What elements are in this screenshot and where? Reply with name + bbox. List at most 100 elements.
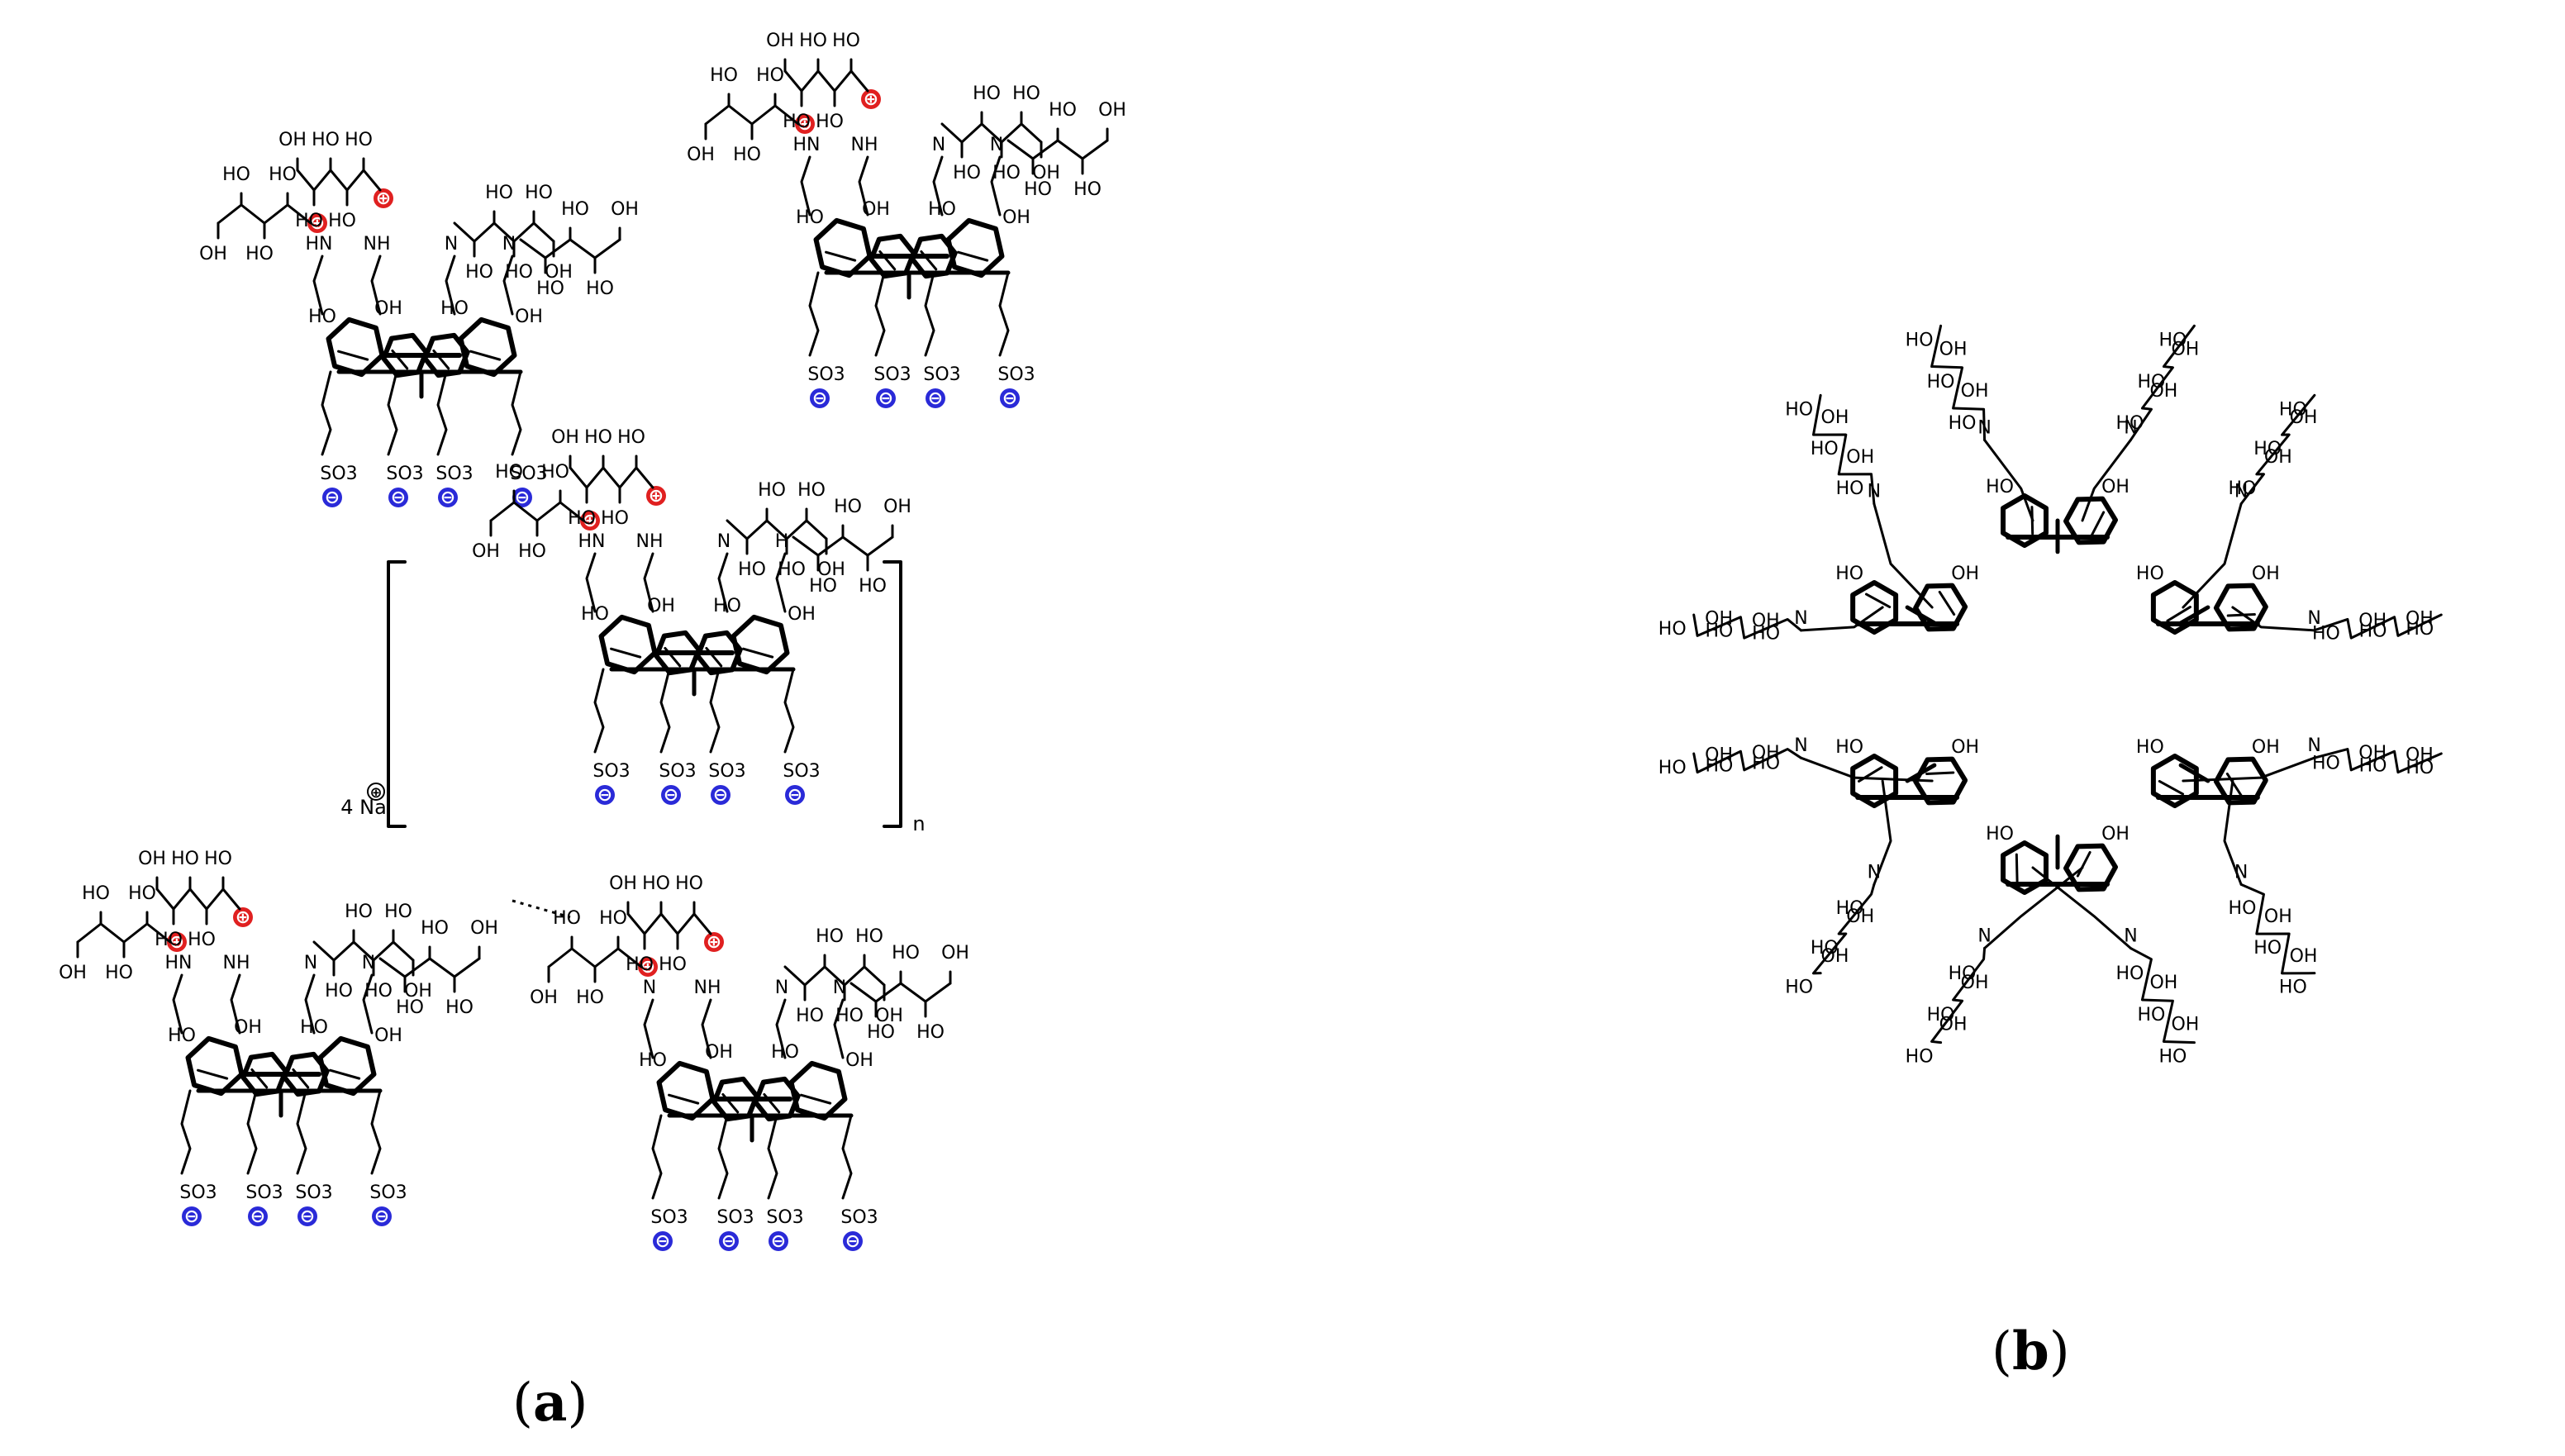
hydroxyl-label: HO [2279, 978, 2307, 998]
hydroxyl-label: HO [269, 164, 297, 185]
bond-chain [378, 957, 481, 978]
hydroxyl-label: OH [941, 943, 969, 964]
hydroxyl-label: HO [758, 480, 786, 501]
charge-symbol: ⊕ [369, 784, 382, 802]
bond-chain [2031, 866, 2132, 950]
hydroxyl-label: HO [2312, 623, 2340, 644]
anion-charge: ⊖ [719, 1231, 739, 1252]
bond-chain [717, 552, 729, 613]
amine-label: N [2307, 735, 2320, 756]
cation-charge: ⊕ [646, 486, 666, 507]
hydroxyl-label: HO [1012, 83, 1040, 104]
hydroxyl-label: HO [2406, 619, 2434, 640]
hydroxyl-label: HO [834, 497, 862, 517]
amine-label: N [1868, 862, 1881, 883]
amine-label: HN [793, 135, 821, 155]
hydroxyl-label: HO [1986, 824, 2014, 845]
bond-chain [230, 973, 241, 1035]
charge-symbol: ⊕ [640, 957, 655, 978]
hydroxyl-label: OH [2358, 611, 2387, 631]
bond [668, 1093, 700, 1105]
hydroxyl-label: HO [1986, 477, 2014, 497]
bond-chain [312, 255, 324, 316]
hydroxyl-label: HO [953, 163, 981, 183]
bond-chain [883, 560, 902, 828]
hydroxyl-label: OH [2101, 477, 2130, 497]
bond [2158, 779, 2185, 796]
bond-chain [990, 155, 1002, 216]
sulfonate-label: SO3 [435, 464, 473, 484]
bond-chain [651, 1114, 663, 1200]
bond-chain [321, 370, 332, 456]
anion-charge: ⊖ [661, 785, 681, 806]
anion-charge: ⊖ [182, 1206, 202, 1227]
bond-chain [1850, 580, 1899, 635]
bond-chain [2213, 583, 2268, 632]
hydroxyl-label: HO [1835, 564, 1863, 584]
hydroxyl-label: HO [1811, 938, 1839, 959]
sulfonate-label: SO3 [807, 364, 845, 385]
bond-chain [569, 466, 654, 489]
charge-disc [661, 785, 681, 805]
bond-chain [1811, 883, 1876, 975]
hydroxyl-label: HO [171, 849, 199, 869]
sulfonate-label: SO3 [783, 761, 820, 782]
bond-chain [453, 221, 555, 243]
charge-disc [595, 785, 615, 805]
hydroxyl-label: HO [465, 262, 493, 283]
hydroxyl-label: HO [541, 462, 569, 483]
hydroxyl-label: HO [536, 278, 564, 299]
bond-chain [775, 998, 787, 1059]
bond [2015, 853, 2019, 883]
bond-chain [1873, 502, 1934, 609]
charge-symbol: ⊖ [812, 388, 827, 409]
hydroxyl-label: HO [796, 1006, 824, 1026]
charge-disc [785, 785, 805, 805]
sulfonate-label: SO3 [179, 1182, 217, 1203]
hydroxyl-label: OH [2149, 381, 2177, 402]
bond-chain [643, 998, 654, 1059]
amine-label: N [2124, 926, 2137, 947]
bond [742, 647, 774, 659]
hydroxyl-label: OH [1821, 407, 1849, 428]
bond-chain [701, 998, 712, 1059]
bond-chain [775, 552, 787, 613]
hydroxyl-label: OH [1705, 745, 1733, 766]
charge-symbol: ⊕ [236, 907, 250, 928]
charge-disc [233, 907, 253, 927]
charge-symbol: ⊖ [713, 785, 728, 806]
hydroxyl-label: OH [609, 873, 637, 894]
hydroxyl-label: HO [222, 164, 250, 185]
hydroxyl-label: HO [916, 1022, 945, 1043]
hydroxyl-label: OH [788, 604, 816, 625]
hydroxyl-label: HO [328, 211, 356, 231]
sulfonate-label: SO3 [386, 464, 423, 484]
anion-charge: ⊖ [843, 1231, 863, 1252]
hydroxyl-label: HO [1705, 755, 1733, 776]
amine-label: N [2234, 862, 2248, 883]
hydroxyl-label: HO [82, 883, 110, 904]
bond [2225, 772, 2244, 798]
hydroxyl-label: HO [576, 987, 604, 1008]
hydroxyl-label: HO [586, 278, 614, 299]
anion-charge: ⊖ [322, 488, 342, 508]
hydroxyl-label: OH [1961, 381, 1989, 402]
bond-chain [2239, 393, 2316, 506]
hydroxyl-label: HO [345, 902, 373, 922]
amine-label: N [643, 978, 656, 998]
bond-chain [659, 668, 671, 754]
hydroxyl-label: HO [561, 199, 589, 220]
charge-symbol: ⊕ [310, 213, 325, 234]
hydroxyl-label: HO [295, 211, 323, 231]
amine-label: N [775, 978, 788, 998]
anion-charge: ⊖ [653, 1231, 673, 1252]
bond-chain [998, 271, 1010, 357]
charge-symbol: ⊖ [391, 488, 406, 508]
bond-chain [800, 155, 811, 216]
amine-label: N [717, 531, 730, 552]
hydroxyl-label: OH [817, 559, 845, 580]
charge-disc [653, 1231, 673, 1251]
